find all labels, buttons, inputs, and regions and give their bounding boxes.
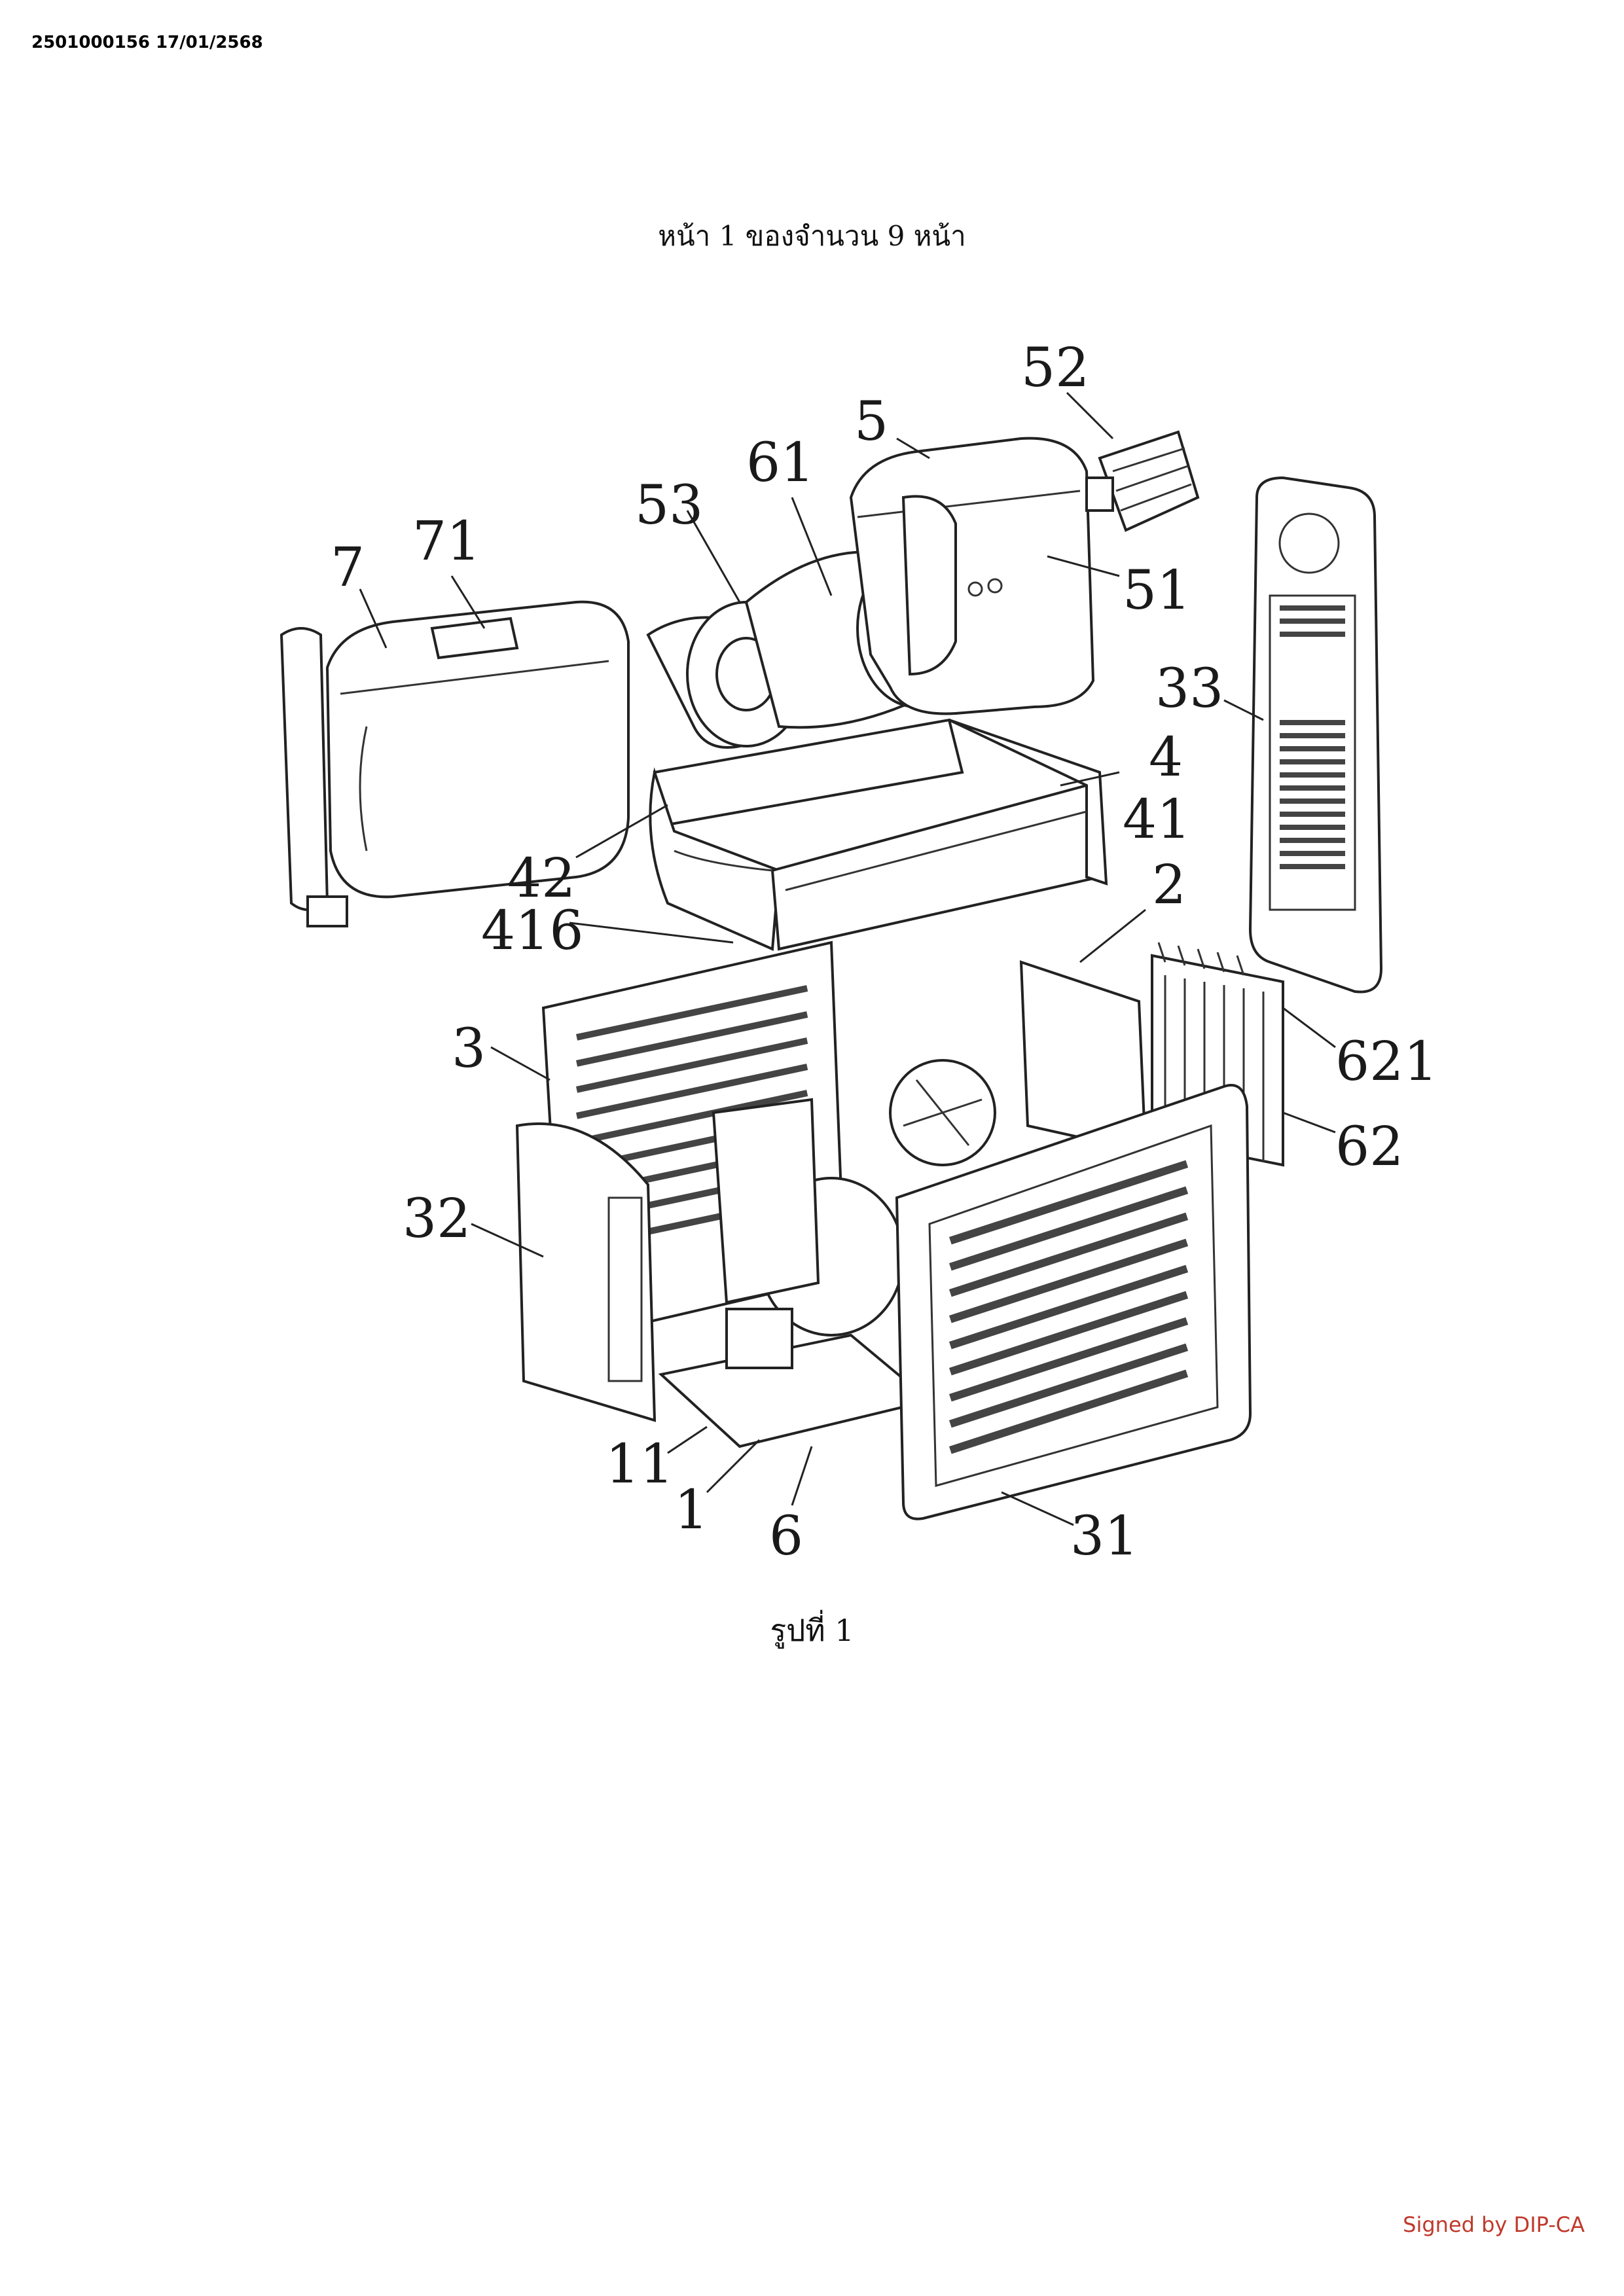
label-part-1: 1 bbox=[674, 1479, 708, 1541]
part-5-51-housing bbox=[849, 437, 1095, 715]
digital-signature: Signed by DIP-CA bbox=[1403, 2212, 1585, 2237]
part-1-base bbox=[658, 1098, 933, 1448]
label-part-51: 51 bbox=[1123, 560, 1191, 622]
label-part-53: 53 bbox=[635, 475, 703, 537]
label-part-31: 31 bbox=[1070, 1505, 1138, 1568]
part-32-side-panel bbox=[515, 1122, 657, 1422]
document-id: 2501000156 17/01/2568 bbox=[31, 33, 263, 52]
label-part-52: 52 bbox=[1021, 337, 1089, 399]
leader-lines bbox=[359, 391, 1336, 1526]
label-part-32: 32 bbox=[403, 1188, 471, 1250]
part-52-motor bbox=[1085, 430, 1200, 532]
part-7-tank bbox=[280, 600, 630, 927]
part-4-air-duct bbox=[649, 718, 1108, 951]
label-part-4: 4 bbox=[1149, 726, 1183, 789]
part-2-frame bbox=[889, 960, 1147, 1166]
label-part-2: 2 bbox=[1152, 854, 1186, 916]
part-31-front-grille bbox=[895, 1084, 1252, 1520]
figure-caption: รูปที่ 1 bbox=[770, 1613, 854, 1648]
label-part-42: 42 bbox=[507, 848, 575, 910]
part-33-rear-panel bbox=[1248, 476, 1383, 994]
label-part-621: 621 bbox=[1335, 1031, 1438, 1093]
label-part-62: 62 bbox=[1335, 1116, 1403, 1178]
label-part-6: 6 bbox=[769, 1505, 803, 1568]
label-part-33: 33 bbox=[1155, 658, 1223, 720]
label-part-41: 41 bbox=[1123, 789, 1191, 851]
label-part-11: 11 bbox=[605, 1433, 674, 1496]
label-part-71: 71 bbox=[412, 511, 480, 573]
label-part-5: 5 bbox=[854, 391, 888, 453]
label-part-61: 61 bbox=[746, 432, 814, 494]
label-part-3: 3 bbox=[452, 1018, 486, 1080]
label-part-416: 416 bbox=[481, 900, 584, 962]
label-part-7: 7 bbox=[331, 537, 365, 599]
page-header: หน้า 1 ของจำนวน 9 หน้า bbox=[658, 220, 966, 252]
part-labels: 52 5 61 53 71 7 51 33 4 41 42 416 2 3 62… bbox=[331, 337, 1438, 1568]
